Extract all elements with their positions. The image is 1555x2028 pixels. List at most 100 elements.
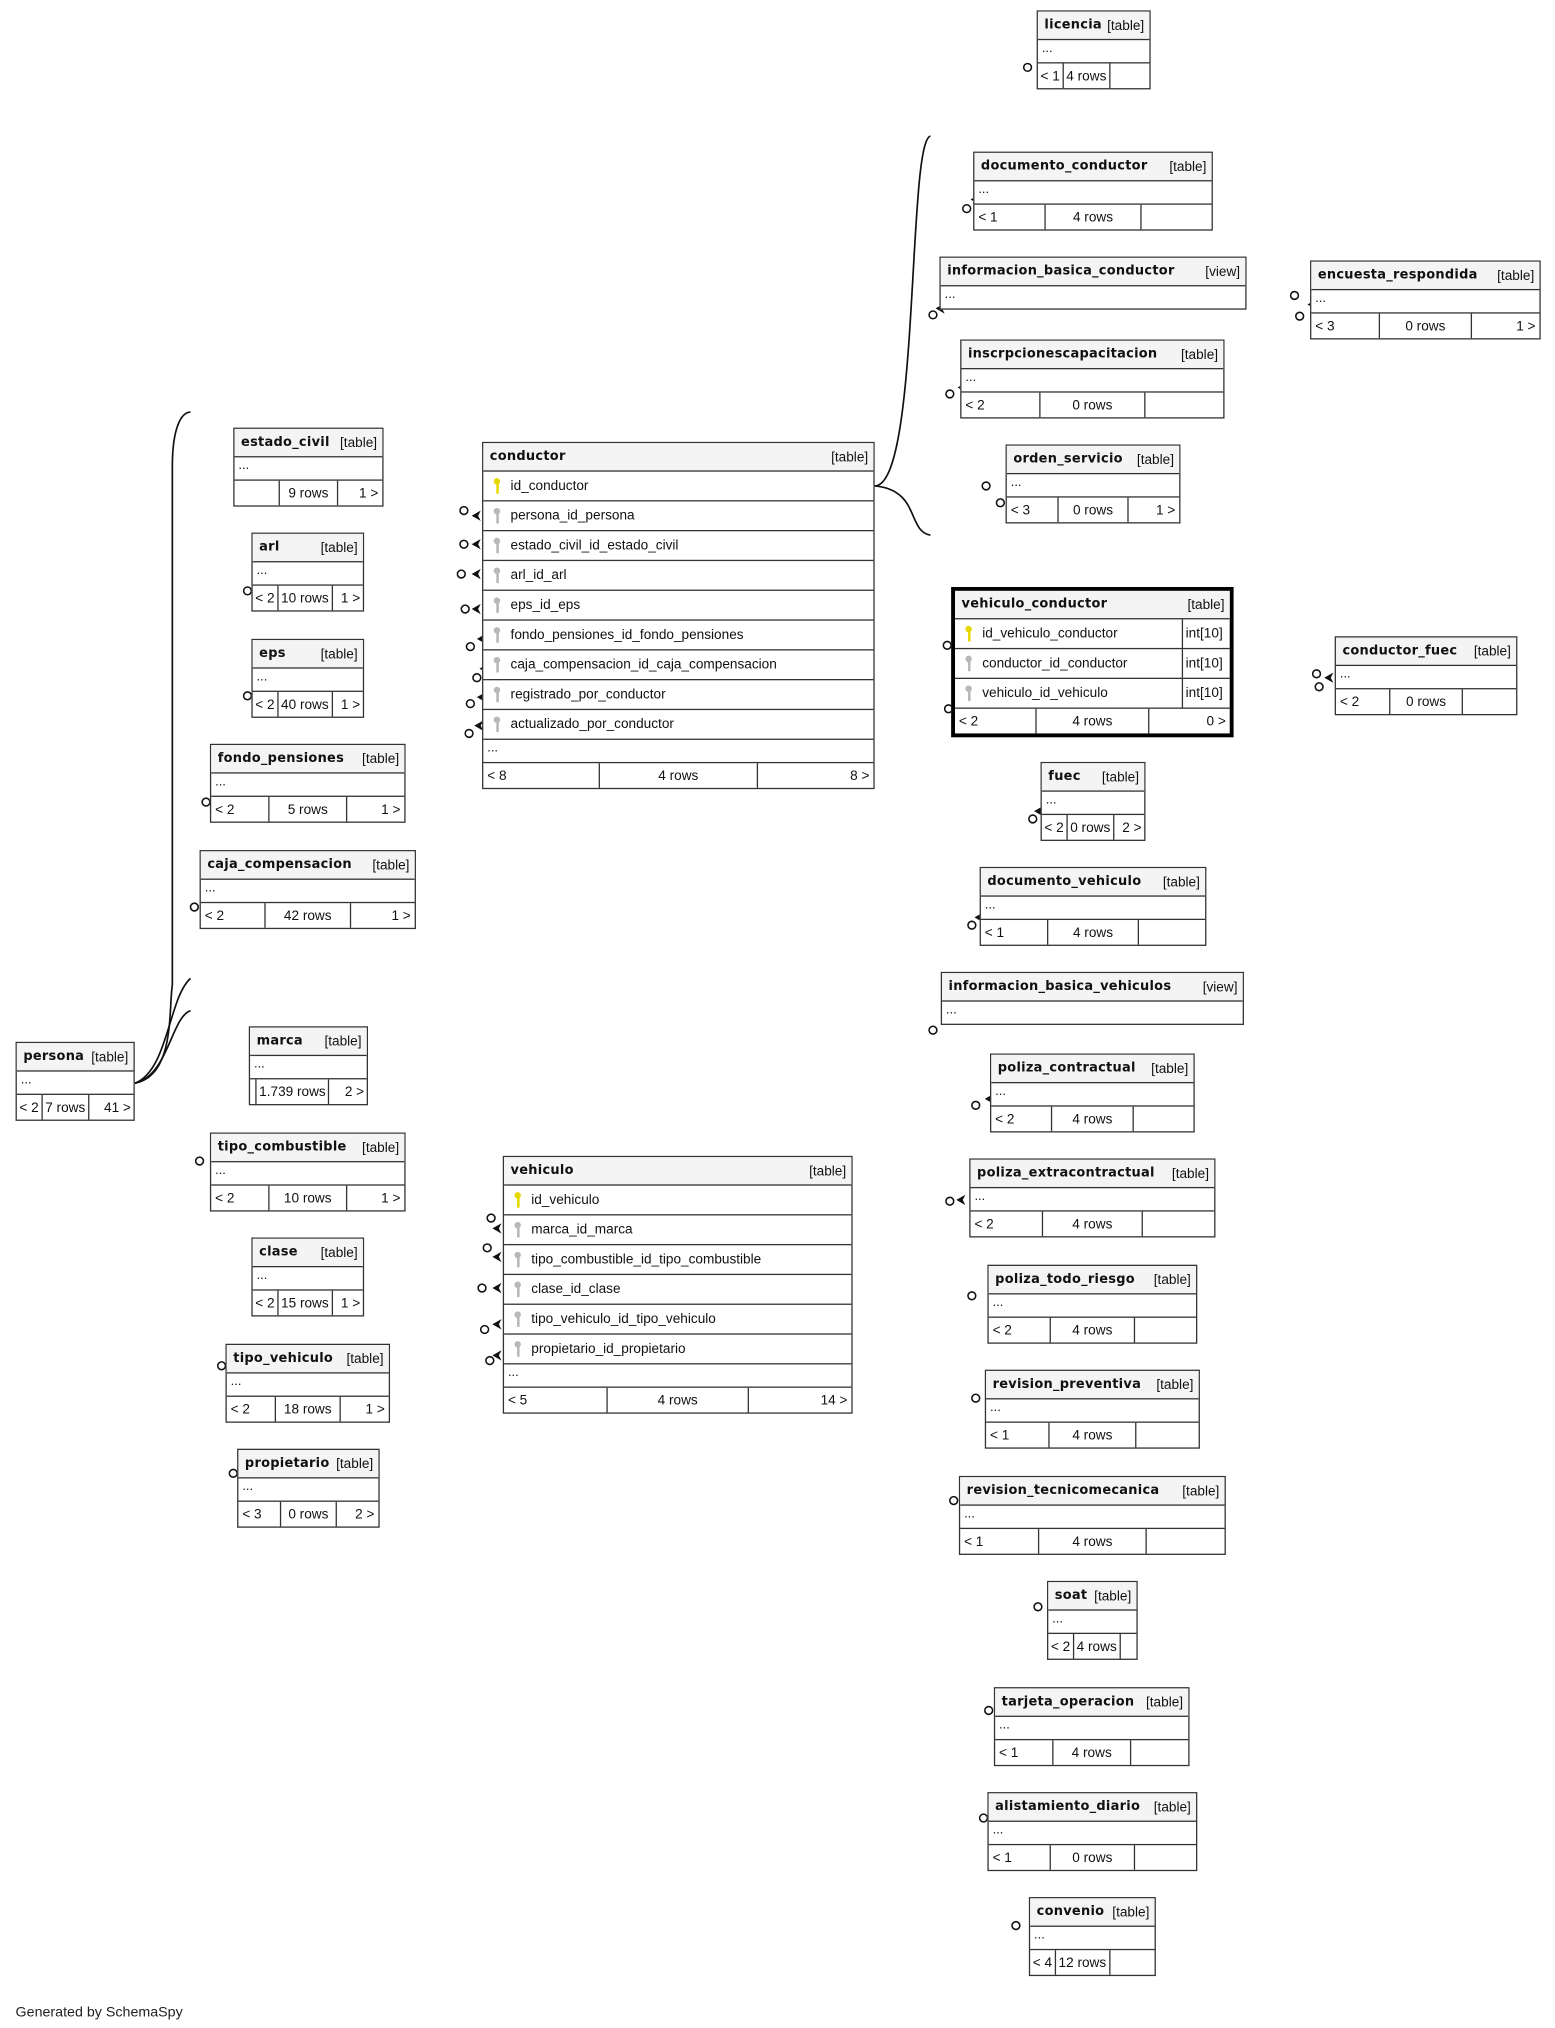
- children-count-link[interactable]: [1135, 1318, 1196, 1343]
- children-count-link[interactable]: [1134, 1107, 1194, 1132]
- more-columns-ellipsis[interactable]: ...: [211, 774, 405, 797]
- parents-count-link[interactable]: < 1: [995, 1740, 1054, 1765]
- parents-count-link[interactable]: < 2: [971, 1211, 1044, 1237]
- children-count-link[interactable]: [1110, 1950, 1155, 1975]
- table-vehiculo-conductor[interactable]: vehiculo_conductor[table]id_vehiculo_con…: [951, 586, 1234, 738]
- table-name[interactable]: propietario: [244, 1456, 330, 1471]
- table-header[interactable]: vehiculo_conductor[table]: [955, 590, 1230, 620]
- more-columns-ellipsis[interactable]: ...: [995, 1717, 1189, 1741]
- more-columns-ellipsis[interactable]: ...: [211, 1162, 405, 1186]
- more-columns-ellipsis[interactable]: ...: [1041, 792, 1145, 816]
- parents-count-link[interactable]: < 4: [1030, 1950, 1056, 1975]
- more-columns-ellipsis[interactable]: ...: [504, 1364, 852, 1388]
- table-name[interactable]: poliza_todo_riesgo: [995, 1272, 1135, 1287]
- column-row[interactable]: clase_id_clase: [504, 1275, 852, 1305]
- table-name[interactable]: fuec: [1048, 769, 1081, 784]
- column-row[interactable]: estado_civil_id_estado_civil: [483, 531, 874, 562]
- table-header[interactable]: poliza_contractual[table]: [991, 1054, 1194, 1084]
- children-count-link[interactable]: [1142, 1212, 1214, 1237]
- table-name[interactable]: licencia: [1044, 18, 1102, 33]
- more-columns-ellipsis[interactable]: ...: [944, 287, 956, 302]
- parents-count-link[interactable]: < 3: [1007, 497, 1059, 523]
- parents-count-link[interactable]: < 2: [253, 691, 279, 717]
- children-count-link[interactable]: 2 >: [344, 1083, 365, 1100]
- table-header[interactable]: persona[table]: [16, 1043, 134, 1072]
- more-columns-ellipsis[interactable]: ...: [980, 897, 1206, 921]
- more-columns-ellipsis[interactable]: ...: [483, 740, 874, 764]
- table-name[interactable]: informacion_basica_vehiculos: [948, 979, 1172, 994]
- children-count-link[interactable]: [1142, 205, 1212, 230]
- more-columns-ellipsis[interactable]: ...: [970, 1188, 1215, 1212]
- table-header[interactable]: propietario[table]: [238, 1450, 379, 1479]
- parents-count-link[interactable]: [250, 1079, 257, 1105]
- parents-count-link[interactable]: < 2: [961, 392, 1040, 418]
- parents-count-link[interactable]: < 2: [989, 1317, 1052, 1343]
- more-columns-ellipsis[interactable]: ...: [1037, 40, 1150, 64]
- parents-count-link[interactable]: < 2: [211, 1185, 270, 1211]
- more-columns-ellipsis[interactable]: ...: [986, 1399, 1199, 1423]
- table-name[interactable]: persona: [23, 1049, 85, 1064]
- more-columns-ellipsis[interactable]: ...: [988, 1822, 1197, 1846]
- column-row[interactable]: caja_compensacion_id_caja_compensacion: [483, 650, 874, 681]
- more-columns-ellipsis[interactable]: ...: [200, 880, 415, 904]
- children-count-link[interactable]: 1 >: [340, 696, 361, 713]
- children-count-link[interactable]: 1 >: [1516, 318, 1536, 334]
- parents-count-link[interactable]: < 2: [211, 796, 270, 822]
- more-columns-ellipsis[interactable]: ...: [1311, 290, 1540, 314]
- parents-count-link[interactable]: < 2: [991, 1106, 1053, 1132]
- children-count-link[interactable]: [1463, 689, 1516, 714]
- children-count-link[interactable]: [1136, 1423, 1199, 1448]
- more-columns-ellipsis[interactable]: ...: [234, 457, 383, 481]
- table-name[interactable]: tipo_combustible: [217, 1140, 347, 1155]
- children-count-link[interactable]: 1 >: [359, 485, 379, 501]
- table-header[interactable]: informacion_basica_conductor[view]: [940, 257, 1246, 287]
- children-count-link[interactable]: [1146, 393, 1223, 418]
- table-header[interactable]: arl[table]: [252, 533, 363, 563]
- column-row[interactable]: id_vehiculo: [504, 1186, 852, 1216]
- table-header[interactable]: alistamiento_diario[table]: [988, 1793, 1197, 1822]
- table-header[interactable]: vehiculo[table]: [504, 1157, 852, 1186]
- more-columns-ellipsis[interactable]: ...: [1030, 1927, 1155, 1951]
- column-row[interactable]: registrado_por_conductor: [483, 680, 874, 711]
- children-count-link[interactable]: 0 >: [1206, 713, 1226, 729]
- table-name[interactable]: documento_conductor: [980, 159, 1148, 174]
- children-count-link[interactable]: 1 >: [391, 907, 411, 924]
- more-columns-ellipsis[interactable]: ...: [250, 1056, 367, 1080]
- table-header[interactable]: conductor[table]: [483, 443, 874, 472]
- table-name[interactable]: alistamiento_diario: [995, 1799, 1141, 1815]
- table-header[interactable]: tipo_combustible[table]: [211, 1133, 405, 1163]
- table-name[interactable]: arl: [259, 540, 280, 555]
- children-count-link[interactable]: 2 >: [355, 1506, 375, 1522]
- column-row[interactable]: persona_id_persona: [483, 501, 874, 532]
- children-count-link[interactable]: 41 >: [104, 1099, 131, 1116]
- table-name[interactable]: revision_tecnicomecanica: [966, 1483, 1160, 1498]
- table-header[interactable]: inscrpcionescapacitacion[table]: [961, 340, 1224, 370]
- children-count-link[interactable]: [1147, 1529, 1225, 1554]
- children-count-link[interactable]: [1110, 63, 1149, 88]
- parents-count-link[interactable]: < 5: [504, 1387, 608, 1413]
- children-count-link[interactable]: 8 >: [850, 767, 870, 784]
- table-header[interactable]: tarjeta_operacion[table]: [995, 1688, 1189, 1717]
- parents-count-link[interactable]: < 1: [986, 1422, 1051, 1448]
- parents-count-link[interactable]: < 2: [955, 708, 1038, 734]
- parents-count-link[interactable]: < 2: [253, 1290, 279, 1316]
